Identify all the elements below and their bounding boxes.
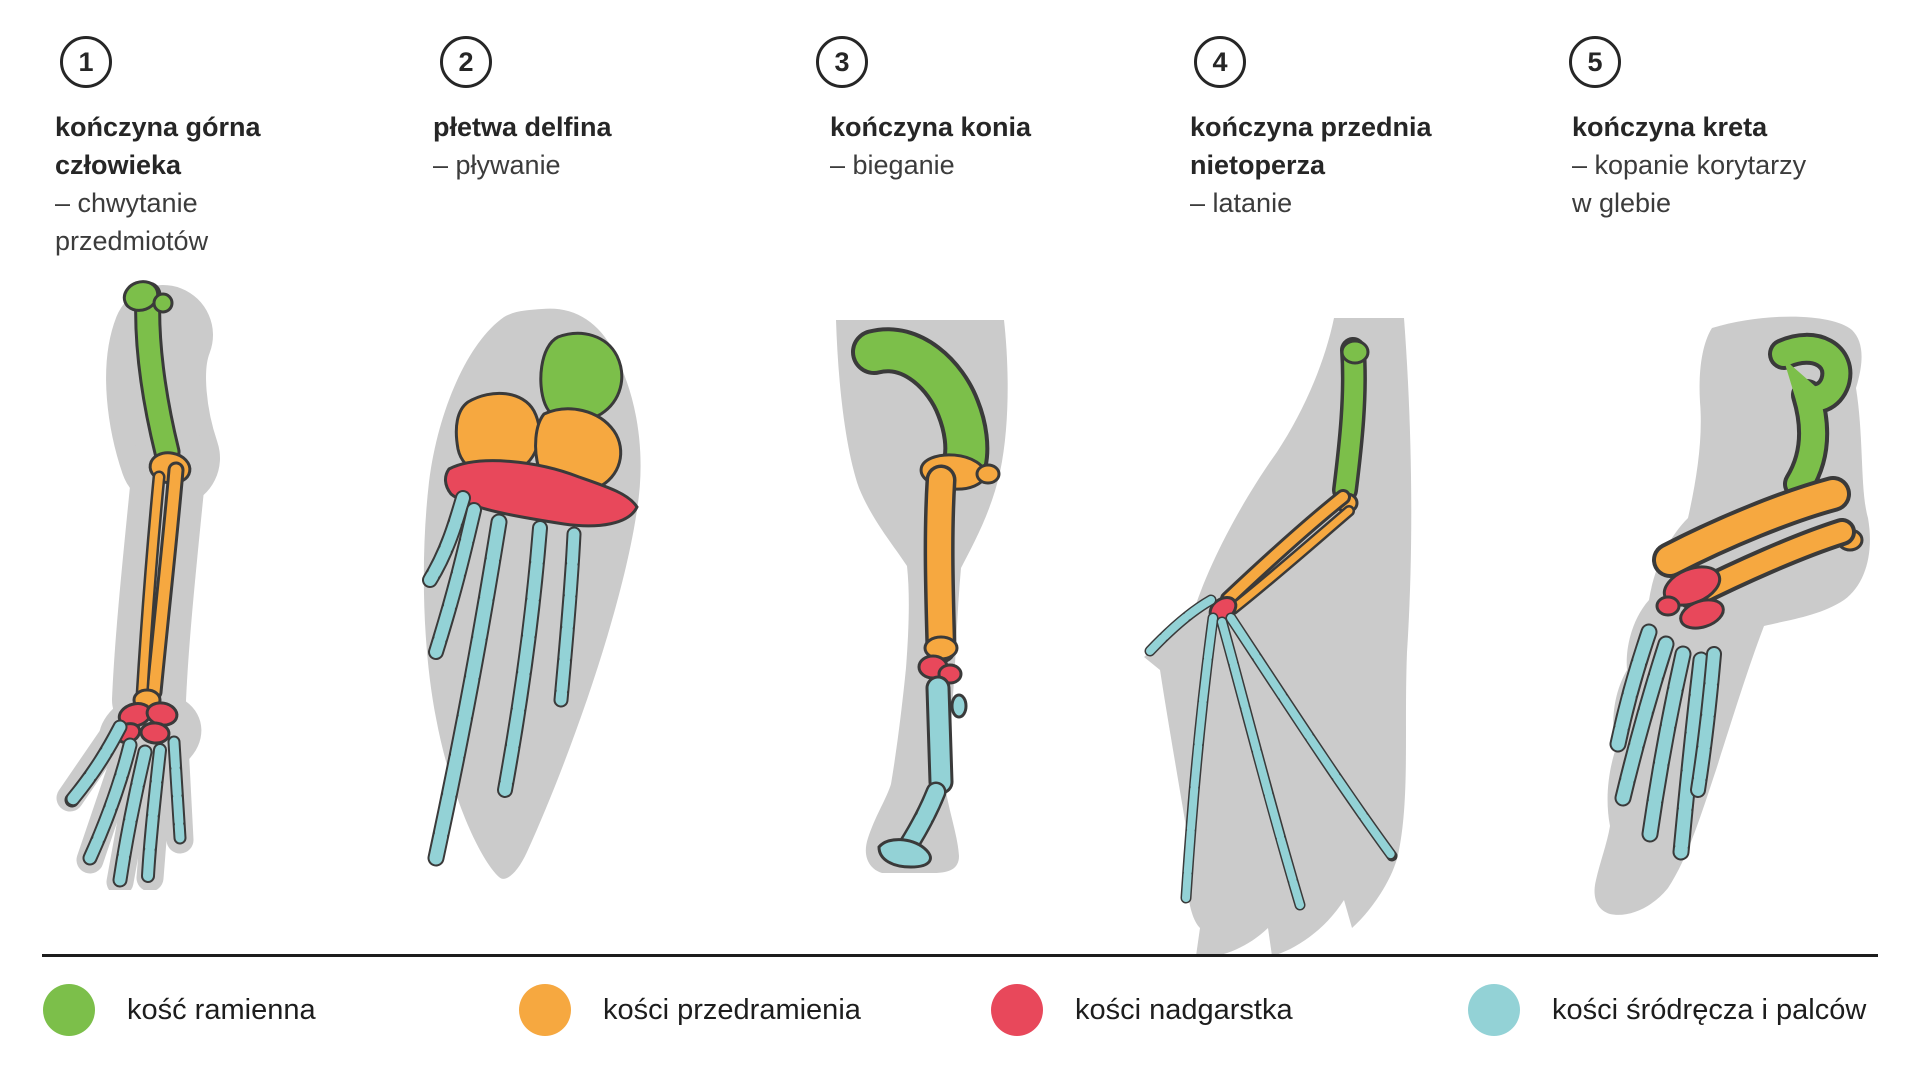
panel-3-heading: kończyna konia – bieganie — [830, 108, 1031, 184]
panel-2-name-line: płetwa delfina — [433, 112, 612, 142]
digit-bones — [422, 490, 582, 867]
hand-bones — [64, 719, 187, 888]
wrist-bones — [444, 459, 639, 528]
humerus-bone — [122, 280, 181, 466]
panel-number-3: 3 — [816, 36, 868, 88]
digit-bones — [1609, 623, 1722, 861]
panel-number-5-label: 5 — [1587, 46, 1603, 77]
humerus-bone — [539, 331, 624, 424]
bat-forelimb-drawing — [1144, 318, 1412, 957]
wrist-bones — [1655, 565, 1725, 630]
dolphin-flipper-drawing — [422, 308, 641, 879]
hand-color-swatch-icon — [1468, 984, 1520, 1036]
digit-bones — [1144, 594, 1398, 911]
legend-item-hand: kości śródręcza i palców — [1468, 984, 1866, 1036]
panel-5-heading: kończyna kreta – kopanie korytarzy w gle… — [1572, 108, 1806, 222]
panel-2-heading: płetwa delfina – pływanie — [433, 108, 612, 184]
legend-item-wrist: kości nadgarstka — [991, 984, 1293, 1036]
panel-number-4: 4 — [1194, 36, 1246, 88]
horse-limb-drawing — [836, 320, 1008, 873]
panel-4-name-line: nietoperza — [1190, 150, 1326, 180]
legend-item-humerus: kość ramienna — [43, 984, 316, 1036]
wrist-bones — [114, 701, 179, 745]
legend-label: kość ramienna — [127, 993, 316, 1026]
panel-1-name-line: kończyna górna — [55, 112, 261, 142]
legend-divider — [42, 954, 1878, 957]
forearm-bones — [1220, 489, 1359, 615]
panel-1-heading: kończyna górna człowieka – chwytanie prz… — [55, 108, 261, 260]
panel-number-4-label: 4 — [1212, 46, 1228, 77]
humerus-bone — [1332, 337, 1370, 503]
wrist-color-swatch-icon — [991, 984, 1043, 1036]
panel-number-3-label: 3 — [834, 46, 850, 77]
panel-number-5: 5 — [1569, 36, 1621, 88]
human-upper-limb-drawing — [56, 280, 220, 890]
legend-label: kości śródręcza i palców — [1552, 993, 1867, 1026]
humerus-bone — [1768, 332, 1853, 500]
forearm-color-swatch-icon — [519, 984, 571, 1036]
panel-3-function-line: – bieganie — [830, 150, 955, 180]
panel-1-function-line: – chwytanie — [55, 188, 198, 218]
panel-3-name-line: kończyna konia — [830, 112, 1032, 142]
humerus-color-swatch-icon — [43, 984, 95, 1036]
mole-limb-drawing — [1594, 316, 1870, 915]
panel-4-name-line: kończyna przednia — [1190, 112, 1432, 142]
panel-2-function-line: – pływanie — [433, 150, 561, 180]
panel-number-2: 2 — [440, 36, 492, 88]
legend-label: kości nadgarstka — [1075, 993, 1293, 1026]
panel-4-heading: kończyna przednia nietoperza – latanie — [1190, 108, 1432, 222]
legend-item-forearm: kości przedramienia — [519, 984, 861, 1036]
panel-1-name-line: człowieka — [55, 150, 182, 180]
panel-5-function-line: w glebie — [1572, 188, 1672, 218]
panel-5-function-line: – kopanie korytarzy — [1572, 150, 1807, 180]
cannon-and-hoof-bones — [877, 675, 968, 869]
panel-5-name-line: kończyna kreta — [1572, 112, 1768, 142]
leg-silhouette — [836, 320, 1008, 873]
forearm-bones — [132, 451, 192, 712]
panel-number-2-label: 2 — [458, 46, 474, 77]
panel-4-function-line: – latanie — [1190, 188, 1293, 218]
humerus-bone — [851, 327, 990, 485]
panel-1-function-line: przedmiotów — [55, 226, 209, 256]
panel-number-1-label: 1 — [78, 46, 94, 77]
wrist-bones — [917, 654, 963, 685]
panel-number-1: 1 — [60, 36, 112, 88]
legend-label: kości przedramienia — [603, 993, 861, 1026]
